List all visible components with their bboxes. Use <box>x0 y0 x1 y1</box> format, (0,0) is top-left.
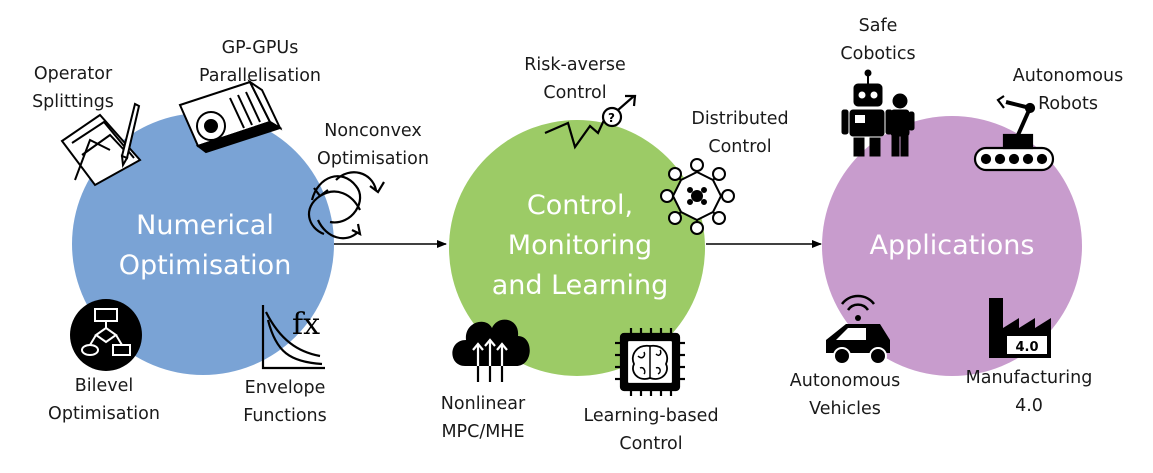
factory-icon <box>989 298 1051 358</box>
applications-circle <box>822 116 1082 376</box>
learning-control-line2: Control <box>619 434 683 454</box>
gpu-card-icon <box>178 79 283 154</box>
control-hub-line3: and Learning <box>491 270 669 301</box>
nonlinear-mpc-line1: Nonlinear <box>440 394 526 414</box>
safe-cobotics-line1: Safe <box>858 16 898 36</box>
envelope-line2: Functions <box>243 406 327 426</box>
control-circle <box>449 120 705 376</box>
gpgpus-label: GP-GPUs Parallelisation <box>199 34 321 90</box>
autonomous-vehicles-label: Autonomous Vehicles <box>790 367 900 423</box>
optimisation-hub-label: Numerical Optimisation <box>119 206 292 286</box>
autonomous-vehicles-line2: Vehicles <box>809 399 881 419</box>
distributed-line2: Control <box>708 137 772 157</box>
nonlinear-mpc-line2: MPC/MHE <box>441 422 525 442</box>
optimisation-circle <box>72 113 334 375</box>
envelope-line1: Envelope <box>244 378 326 398</box>
nonlinear-mpc-label: Nonlinear MPC/MHE <box>441 390 525 446</box>
nonconvex-line1: Nonconvex <box>324 121 422 141</box>
distributed-line1: Distributed <box>691 109 789 129</box>
risk-averse-line2: Control <box>543 83 607 103</box>
cloud-upload-icon <box>452 319 530 382</box>
autonomous-robots-line1: Autonomous <box>1012 66 1124 86</box>
applications-hub-label: Applications <box>870 226 1035 266</box>
autonomous-robots-line2: Robots <box>1038 94 1098 114</box>
safe-cobotics-line2: Cobotics <box>840 44 916 64</box>
envelope-label: Envelope Functions <box>243 374 327 430</box>
manufacturing-line2: 4.0 <box>1015 396 1043 416</box>
nonconvex-label: Nonconvex Optimisation <box>317 117 429 173</box>
autonomous-robots-label: Autonomous Robots <box>1013 62 1123 118</box>
nonconvex-line2: Optimisation <box>317 149 429 169</box>
learning-control-line1: Learning-based <box>583 406 719 426</box>
optimisation-hub-line1: Numerical <box>136 210 274 241</box>
control-hub-line2: Monitoring <box>507 230 653 261</box>
control-hub-label: Control, Monitoring and Learning <box>492 186 669 306</box>
operator-splittings-label: Operator Splittings <box>32 60 114 116</box>
paper-pencil-icon <box>60 102 142 187</box>
flowchart-icon <box>70 299 142 371</box>
manufacturing-label: Manufacturing 4.0 <box>966 364 1093 420</box>
risk-averse-label: Risk-averse Control <box>524 51 626 107</box>
brain-chip-icon <box>615 328 685 396</box>
risk-question-mark: ? <box>608 111 615 125</box>
robot-human-icon <box>841 69 915 157</box>
connected-car-icon <box>826 294 890 365</box>
bilevel-label: Bilevel Optimisation <box>48 372 160 428</box>
autonomous-vehicles-line1: Autonomous <box>789 371 901 391</box>
control-hub-line1: Control, <box>526 190 634 221</box>
network-node-icon <box>660 158 735 235</box>
gpgpus-line2: Parallelisation <box>199 66 321 86</box>
risk-graph-icon <box>544 94 637 150</box>
applications-hub-line1: Applications <box>869 230 1035 261</box>
fx-curve-icon <box>261 305 325 370</box>
risk-averse-line1: Risk-averse <box>524 55 626 75</box>
learning-control-label: Learning-based Control <box>583 402 718 458</box>
swirl-arrows-icon <box>308 171 385 240</box>
factory-icon-text: 4.0 <box>1015 340 1038 355</box>
safe-cobotics-label: Safe Cobotics <box>840 12 915 68</box>
fx-icon-text: fx <box>292 307 320 342</box>
robot-arm-icon <box>973 95 1055 172</box>
bilevel-line2: Optimisation <box>48 404 160 424</box>
optimisation-hub-line2: Optimisation <box>118 250 292 281</box>
operator-splittings-line1: Operator <box>33 64 113 84</box>
operator-splittings-line2: Splittings <box>32 92 114 112</box>
manufacturing-line1: Manufacturing <box>965 368 1093 388</box>
distributed-label: Distributed Control <box>691 105 788 161</box>
bilevel-line1: Bilevel <box>74 376 134 396</box>
gpgpus-line1: GP-GPUs <box>221 38 299 58</box>
